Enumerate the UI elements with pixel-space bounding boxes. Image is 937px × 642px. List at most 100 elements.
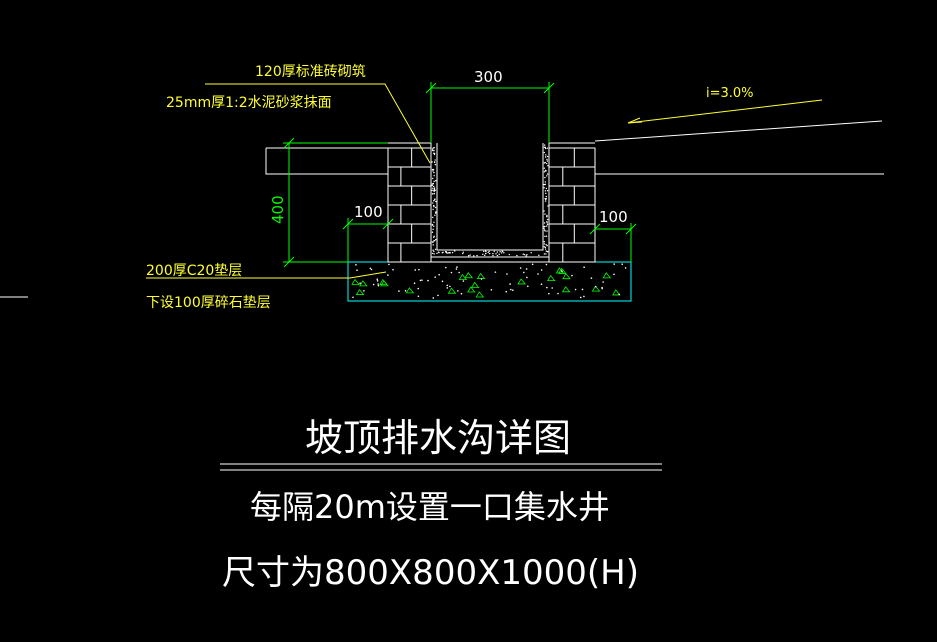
- plaster-dot: [543, 229, 546, 231]
- concrete-cushion: [347, 261, 632, 302]
- aggregate-mark: [470, 281, 480, 288]
- plaster-dot: [433, 221, 435, 224]
- aggregate-dot: [377, 284, 380, 287]
- aggregate-dot: [404, 290, 407, 292]
- aggregate-dot: [458, 271, 460, 274]
- aggregate-dot: [561, 270, 563, 272]
- plaster-dot: [435, 211, 437, 213]
- plaster-dot: [543, 227, 545, 229]
- dim-height-label: 400: [269, 195, 287, 224]
- plaster-dot: [544, 235, 546, 238]
- plaster-dot: [545, 235, 548, 237]
- plaster-dot: [547, 165, 549, 167]
- aggregate-dot: [557, 292, 559, 295]
- plaster-dot: [546, 244, 548, 247]
- plaster-dot: [525, 255, 527, 257]
- plaster-dot: [433, 250, 435, 253]
- plaster-dot: [543, 171, 546, 173]
- aggregate-mark: [558, 267, 567, 274]
- plaster-dot: [433, 188, 436, 190]
- plaster-dot: [546, 250, 549, 253]
- aggregate-dot: [417, 295, 420, 298]
- plaster-dot: [434, 212, 437, 214]
- plaster-dot: [544, 169, 547, 172]
- note-line-2: 尺寸为800X800X1000(H): [222, 553, 639, 593]
- aggregate-dot: [480, 278, 483, 280]
- aggregate-dot: [579, 296, 582, 299]
- aggregate-mark: [602, 272, 612, 279]
- plaster-dot: [432, 187, 434, 189]
- aggregate-mark: [355, 288, 365, 295]
- aggregate-dot: [490, 288, 493, 291]
- plaster-dot: [432, 183, 434, 185]
- plaster-dot: [546, 160, 549, 162]
- plaster-dot: [434, 206, 437, 209]
- dim-width-label: 300: [474, 68, 503, 86]
- dim-width-tick-left: [425, 82, 437, 94]
- plaster-dot: [544, 146, 546, 149]
- plaster-dot: [434, 189, 436, 192]
- aggregate-mark: [612, 289, 621, 296]
- aggregate-dot: [418, 268, 420, 271]
- dim-height-tick-bottom: [283, 256, 295, 268]
- plaster-dot: [485, 252, 487, 255]
- drawing-title: 坡顶排水沟详图: [305, 416, 571, 460]
- plaster-dot: [433, 187, 436, 189]
- plaster-dot: [547, 205, 549, 207]
- plaster-dot: [433, 180, 435, 183]
- aggregate-dot: [527, 285, 529, 288]
- plaster-dot: [545, 253, 547, 255]
- aggregate-dot: [377, 283, 379, 285]
- plaster-dot: [433, 200, 435, 202]
- aggregate-dot: [376, 278, 379, 281]
- aggregate-dot: [456, 266, 458, 268]
- aggregate-mark: [562, 272, 571, 280]
- plaster-dot: [546, 173, 549, 175]
- plaster-dot: [473, 255, 475, 257]
- aggregate-dot: [594, 285, 597, 288]
- plaster-dot: [462, 252, 464, 255]
- plaster-dot: [546, 155, 549, 158]
- plaster-dot: [544, 200, 547, 202]
- plaster-dot: [544, 156, 547, 158]
- aggregate-mark: [517, 278, 526, 285]
- aggregate-dot: [419, 279, 422, 282]
- plaster-dot: [543, 187, 545, 189]
- plaster-dot: [431, 252, 434, 255]
- plaster-dot: [454, 250, 456, 252]
- plaster-dot: [431, 148, 434, 150]
- plaster-dot: [434, 248, 437, 250]
- dim-right-label: 100: [599, 208, 628, 226]
- aggregate-mark: [475, 291, 485, 298]
- plaster-dot: [432, 216, 434, 219]
- plaster-dot: [483, 250, 485, 253]
- aggregate-mark: [351, 278, 360, 285]
- aggregate-dot: [613, 273, 615, 276]
- plaster-dot: [434, 214, 436, 217]
- plaster-dot: [431, 189, 433, 192]
- plaster-dot: [546, 230, 548, 232]
- ground-line-right-top: [594, 120, 883, 142]
- plaster-dot: [546, 222, 548, 224]
- plaster-dot: [431, 223, 434, 226]
- aggregate-mark: [467, 286, 476, 293]
- plaster-dot: [530, 252, 532, 254]
- aggregate-dot: [369, 267, 372, 270]
- dim-left-tick-b: [382, 218, 394, 230]
- aggregate-dot: [460, 292, 463, 295]
- plaster-dot: [431, 231, 434, 233]
- plaster-dot: [433, 152, 435, 154]
- aggregate-dot: [546, 286, 548, 289]
- plaster-dot: [433, 161, 436, 163]
- aggregate-dot: [548, 292, 550, 295]
- aggregate-mark: [464, 272, 474, 279]
- plaster-dot: [431, 193, 434, 195]
- plaster-dot: [544, 161, 546, 164]
- plaster-dot: [498, 253, 500, 256]
- aggregate-mark: [547, 274, 556, 281]
- plaster-dot: [433, 235, 435, 238]
- plaster-dot: [431, 161, 433, 163]
- plaster-dot: [432, 202, 434, 204]
- plaster-dot: [545, 243, 547, 246]
- aggregate-dot: [413, 282, 416, 285]
